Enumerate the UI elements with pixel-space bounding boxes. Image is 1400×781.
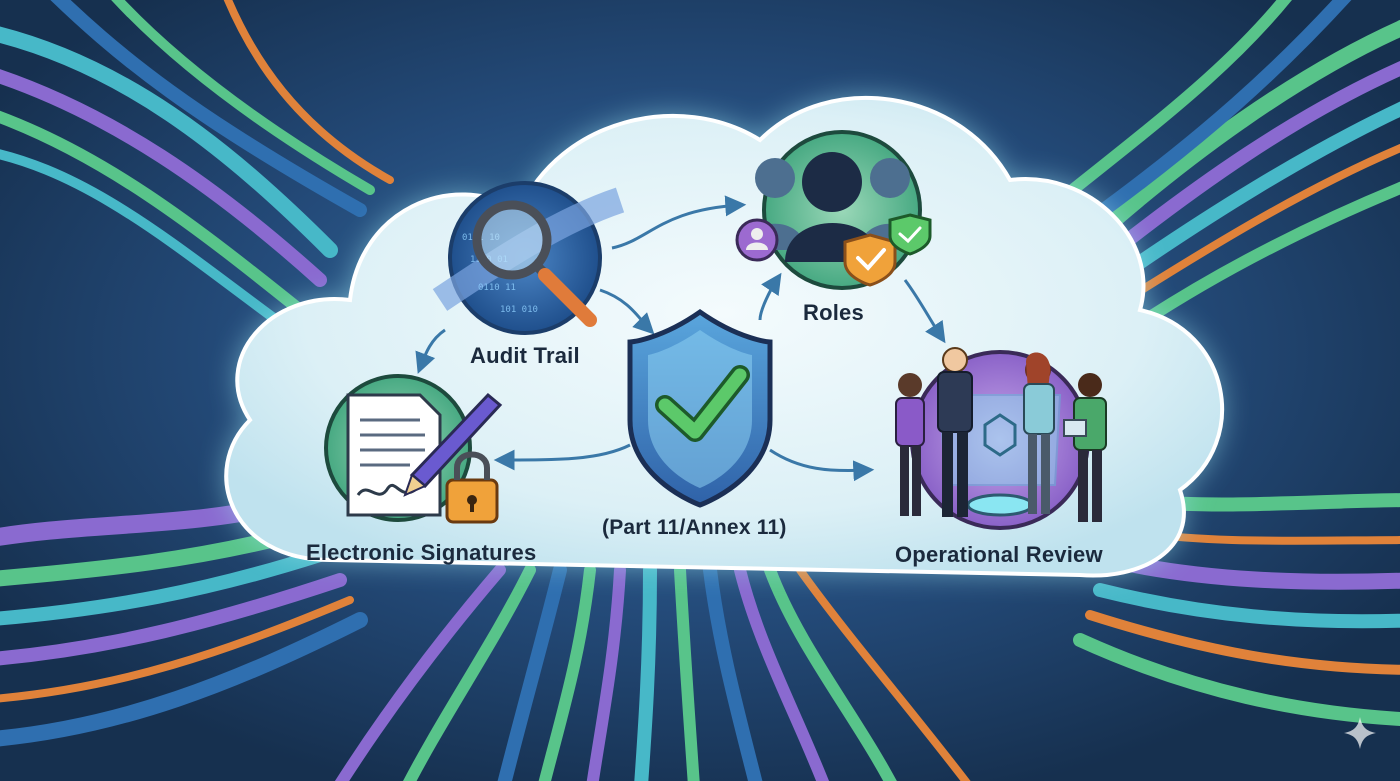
audit-trail-label: Audit Trail bbox=[470, 343, 580, 368]
data-streams-right bbox=[1054, 0, 1400, 726]
roles-label: Roles bbox=[803, 300, 864, 325]
person-center-left bbox=[937, 347, 973, 517]
arrow-roles-to-review bbox=[903, 279, 946, 344]
person-right bbox=[1063, 373, 1107, 522]
flow-arrows bbox=[415, 195, 946, 482]
team-review-icon bbox=[895, 347, 1107, 530]
arrow-audit-to-roles bbox=[611, 195, 747, 250]
arrow-audit-to-shield bbox=[599, 288, 655, 335]
sparkle-icon bbox=[1344, 717, 1376, 749]
svg-text:0110 11: 0110 11 bbox=[478, 283, 516, 293]
data-streams-left bbox=[0, 0, 394, 747]
arrow-shield-to-roles bbox=[758, 272, 782, 321]
svg-text:101 010: 101 010 bbox=[500, 305, 538, 315]
operational-review-label: Operational Review bbox=[895, 542, 1103, 567]
person-center-right bbox=[1023, 352, 1055, 514]
signed-document-lock-icon bbox=[324, 374, 503, 524]
arrow-shield-to-review bbox=[769, 448, 875, 482]
person-left bbox=[895, 373, 925, 516]
shield-check-icon bbox=[627, 308, 773, 508]
arrow-shield-to-esig bbox=[493, 443, 631, 471]
users-shield-icon bbox=[735, 130, 932, 290]
data-streams-bottom bbox=[334, 563, 971, 781]
electronic-signatures-label: Electronic Signatures bbox=[306, 540, 537, 565]
compliance-center-label: (Part 11/Annex 11) bbox=[602, 516, 787, 539]
arrow-audit-to-esig bbox=[415, 328, 446, 374]
